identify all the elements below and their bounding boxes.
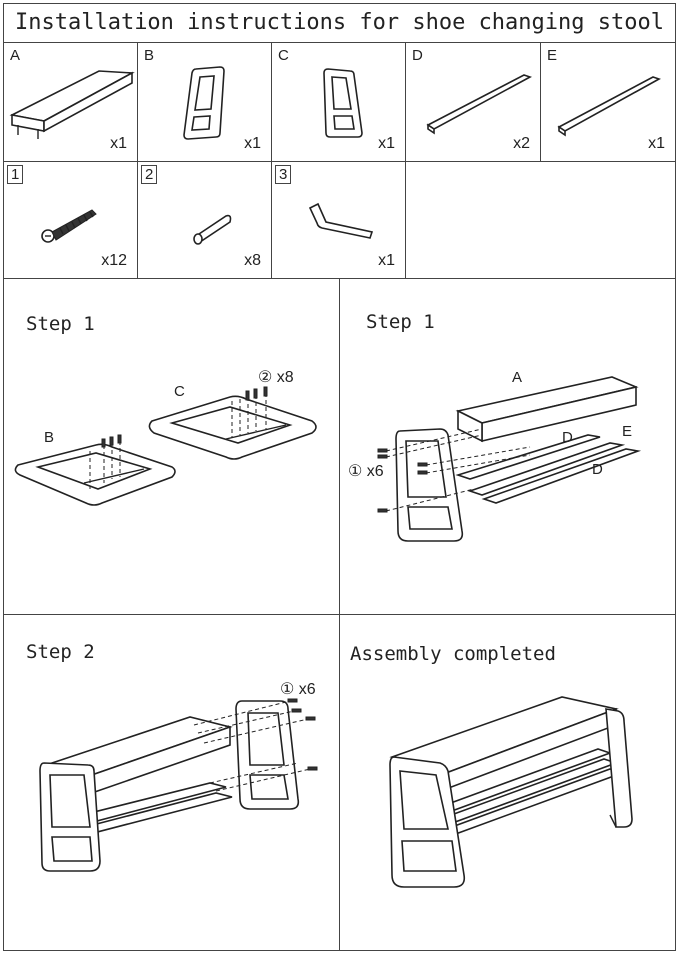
screw-icon [41,209,97,243]
board-frame-diagram [377,376,642,542]
step-1-board-panel: Step 1 A D E [339,278,676,615]
dowel-callout: ② x8 [258,369,294,386]
page-title: Installation instructions for shoe chang… [14,10,664,35]
hardware-label: 1 [7,165,24,184]
frame-c-label: C [174,383,185,400]
hardware-cell-empty [405,161,676,279]
hex-key-icon [308,202,374,239]
step-2-panel: Step 2 ① x6 [3,614,340,951]
step-1-frames-panel: Step 1 B C [3,278,340,615]
slat-d-label-bottom: D [592,461,603,478]
hardware-qty: x1 [378,252,395,269]
screw-callout: ① x6 [280,681,316,698]
part-cell-d: D x2 [405,42,541,162]
hardware-cell-3: 3 x1 [271,161,406,279]
hardware-qty: x8 [244,252,261,269]
board-a-label: A [512,369,523,386]
part-qty: x1 [110,135,127,152]
part-qty: x1 [378,135,395,152]
hardware-label: 3 [275,165,292,184]
part-qty: x2 [513,135,530,152]
part-label: A [10,47,21,64]
slat-d-icon [426,74,533,135]
part-label: D [412,47,423,64]
part-label: C [278,47,289,64]
part-label: B [144,47,155,64]
hardware-cell-2: 2 x8 [137,161,272,279]
step-title: Step 2 [26,641,95,663]
part-cell-b: B x1 [137,42,272,162]
second-frame-diagram [39,698,318,872]
frame-b-label: B [44,429,55,446]
part-cell-c: C x1 [271,42,406,162]
seat-board-icon [9,70,135,139]
screw-callout: ① x6 [348,463,384,480]
step-title: Step 1 [26,313,95,335]
slat-e-label: E [622,423,633,440]
side-frame-b-icon [183,66,225,140]
step-title: Step 1 [366,311,435,333]
part-label: E [547,47,558,64]
part-qty: x1 [648,135,665,152]
frames-dowel-diagram [14,386,317,506]
step-title: Assembly completed [350,643,556,665]
dowel-icon [193,214,232,245]
hardware-qty: x12 [101,252,127,269]
part-qty: x1 [244,135,261,152]
hardware-cell-1: 1 x12 [3,161,138,279]
part-cell-a: A x1 [3,42,138,162]
slat-d-label-top: D [562,429,573,446]
slat-e-icon [557,76,661,137]
part-cell-e: E x1 [540,42,676,162]
side-frame-c-icon [323,68,363,138]
completed-bench-diagram [389,696,633,888]
hardware-label: 2 [141,165,158,184]
assembly-completed-panel: Assembly completed [339,614,676,951]
